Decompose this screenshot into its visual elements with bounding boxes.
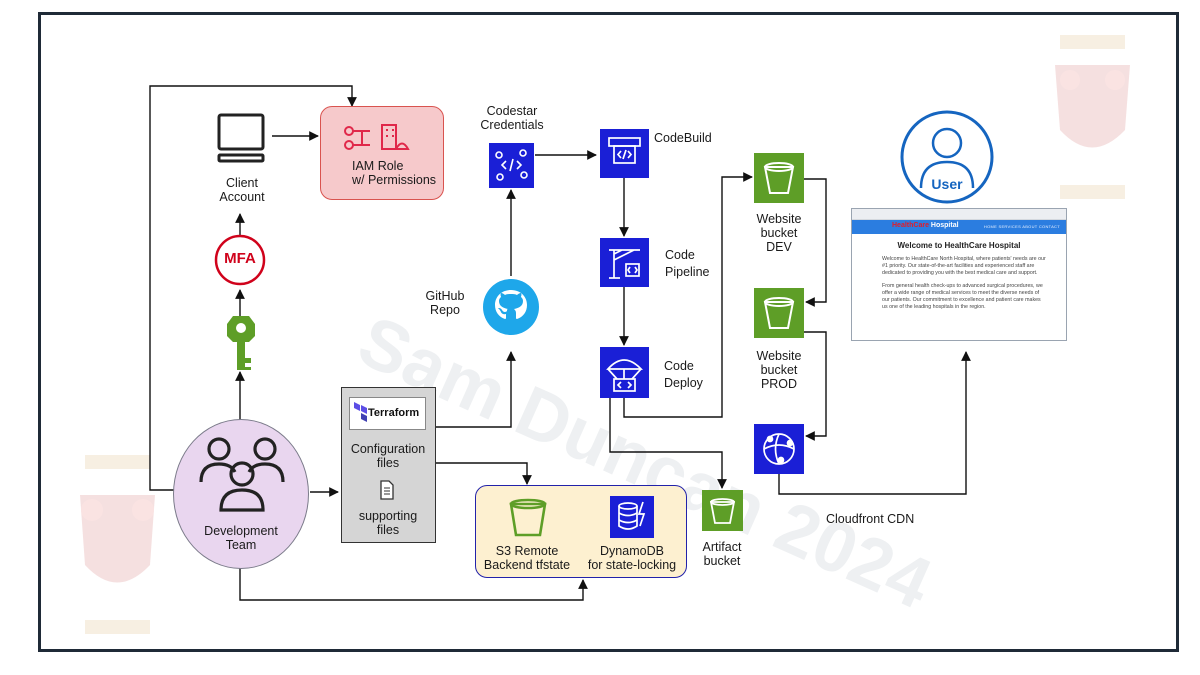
connector-team-to-backend [239, 568, 588, 601]
crest-watermark-top-right [1055, 35, 1130, 199]
connector-team-loop-to-iam [149, 85, 357, 491]
codepipeline-icon [600, 238, 649, 287]
cloudfront-icon [754, 424, 804, 474]
connector-dev-to-prod [804, 178, 827, 307]
codedeploy-icon [600, 347, 649, 398]
code-pipeline-label: Code Pipeline [665, 248, 710, 279]
terraform-logo-text: Terraform [368, 407, 420, 419]
user-icon [900, 110, 994, 204]
cloudfront-label: Cloudfront CDN [826, 512, 915, 526]
iam-permissions-icon [344, 124, 410, 150]
codestar-icon [489, 143, 534, 188]
connector-prod-to-cloudfront [804, 331, 827, 441]
connector-deploy-to-artifact [609, 398, 727, 489]
website-navbar: HealthCare Hospital HOME SERVICES ABOUT … [852, 220, 1066, 234]
codebuild-label: CodeBuild [654, 131, 712, 145]
mfa-icon [214, 234, 266, 286]
dynamodb-icon [610, 496, 654, 538]
key-icon [227, 316, 255, 370]
s3-backend-label: S3 Remote Backend tfstate [483, 544, 571, 572]
website-paragraph-2: From general health check-ups to advance… [882, 283, 1043, 310]
browser-address-bar [852, 209, 1066, 220]
user-label: User [931, 176, 963, 192]
website-prod-label: Website bucket PROD [756, 349, 802, 391]
website-preview: HealthCare Hospital HOME SERVICES ABOUT … [851, 208, 1067, 341]
crest-watermark-bottom-left [80, 455, 155, 634]
mfa-label: MFA [224, 250, 256, 267]
document-icon [380, 480, 394, 500]
connector-terraform-to-github [436, 351, 516, 428]
codebuild-icon [600, 129, 649, 178]
s3-bucket-icon [509, 498, 547, 537]
artifact-bucket-label: Artifact bucket [702, 540, 742, 568]
team-users-icon [199, 437, 285, 512]
website-prod-bucket-icon [754, 288, 804, 338]
dynamodb-label: DynamoDB for state-locking [587, 544, 677, 572]
codestar-label: Codestar Credentials [480, 104, 544, 132]
code-deploy-label: Code Deploy [664, 359, 703, 390]
connector-deploy-to-dev [623, 172, 753, 418]
development-team-label: Development Team [204, 524, 278, 552]
iam-role-box [320, 106, 444, 200]
github-icon [483, 279, 539, 335]
configuration-files-label: Configuration files [350, 442, 426, 470]
website-dev-bucket-icon [754, 153, 804, 203]
connector-cloudfront-to-website [778, 351, 971, 495]
github-repo-label: GitHub Repo [425, 289, 465, 317]
website-title: Welcome to HealthCare Hospital [897, 241, 1021, 250]
terraform-icon [354, 402, 367, 422]
computer-icon [217, 113, 265, 163]
development-team-circle [173, 419, 309, 569]
website-paragraph-1: Welcome to HealthCare North Hospital, wh… [882, 256, 1046, 276]
iam-role-label: IAM Role w/ Permissions [352, 159, 437, 187]
website-dev-label: Website bucket DEV [756, 212, 802, 254]
website-brand: HealthCare Hospital [892, 222, 959, 229]
client-account-label: Client Account [219, 176, 265, 204]
website-nav-links: HOME SERVICES ABOUT CONTACT [983, 224, 1060, 229]
artifact-bucket-icon [702, 490, 743, 531]
supporting-files-label: supporting files [358, 509, 418, 537]
connector-terraform-to-backend [436, 462, 532, 485]
